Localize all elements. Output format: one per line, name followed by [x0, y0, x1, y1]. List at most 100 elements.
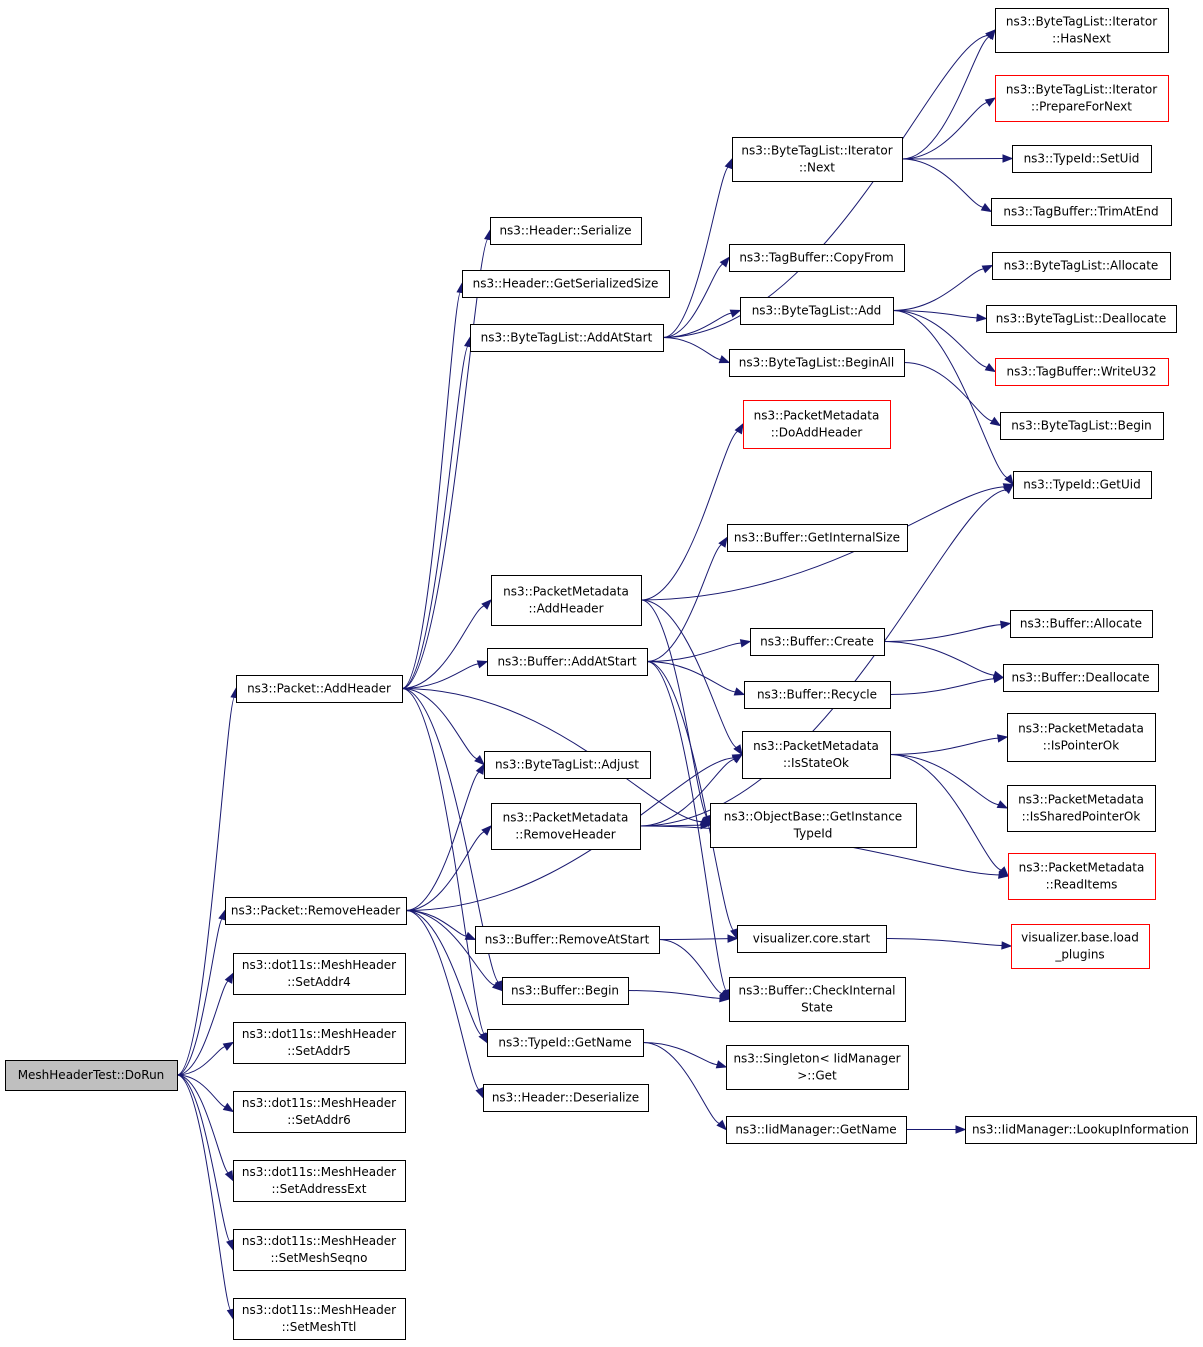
function-node[interactable]: ns3::ByteTagList::BeginAll	[729, 349, 905, 377]
function-node[interactable]: ns3::dot11s::MeshHeader::SetAddr5	[233, 1022, 406, 1064]
node-box	[1008, 853, 1156, 900]
function-node[interactable]: ns3::PacketMetadata::IsStateOk	[742, 731, 891, 779]
edge-arrowhead	[955, 1125, 967, 1134]
edge-arrowhead	[464, 931, 477, 941]
function-node[interactable]: ns3::ByteTagList::Iterator::PrepareForNe…	[995, 75, 1169, 122]
function-node[interactable]: ns3::TypeId::SetUid	[1012, 145, 1152, 173]
edge-arrowhead	[729, 309, 742, 318]
edge-n22-to-n39	[892, 310, 988, 322]
edge-n0-to-n4	[176, 1041, 235, 1076]
edge-arrowhead	[724, 157, 733, 170]
edge-arrowhead	[224, 972, 234, 984]
node-label: ns3::PacketMetadata	[503, 811, 629, 825]
function-node[interactable]: ns3::Buffer::Begin	[502, 977, 629, 1005]
node-box	[726, 1116, 907, 1144]
function-node[interactable]: ns3::Buffer::AddAtStart	[487, 648, 648, 676]
function-node[interactable]: ns3::TagBuffer::CopyFrom	[729, 244, 905, 272]
node-box	[1007, 713, 1156, 762]
function-node[interactable]: ns3::Buffer::Recycle	[744, 681, 891, 709]
function-node[interactable]: ns3::TagBuffer::WriteU32	[995, 358, 1169, 386]
node-label: TypeId	[793, 827, 833, 841]
function-node[interactable]: ns3::IidManager::LookupInformation	[965, 1116, 1197, 1144]
edge-line	[889, 737, 1000, 755]
node-box	[502, 977, 629, 1005]
function-node[interactable]: ns3::Buffer::Allocate	[1010, 610, 1153, 638]
edge-arrowhead	[719, 256, 730, 268]
function-node[interactable]: ns3::PacketMetadata::ReadItems	[1008, 853, 1156, 900]
node-label: ns3::IidManager::GetName	[735, 1123, 896, 1137]
node-box	[710, 803, 917, 848]
edge-arrowhead	[719, 993, 731, 1003]
edge-arrowhead	[733, 687, 746, 696]
function-node[interactable]: ns3::ByteTagList::Adjust	[484, 751, 651, 779]
function-node[interactable]: ns3::ByteTagList::Add	[740, 297, 894, 325]
function-node[interactable]: ns3::dot11s::MeshHeader::SetAddr4	[233, 953, 406, 995]
node-label: ns3::dot11s::MeshHeader	[242, 1096, 396, 1110]
node-box	[729, 244, 905, 272]
edge-n17-to-n31	[627, 990, 731, 1003]
edge-arrowhead	[715, 1060, 728, 1069]
function-node[interactable]: ns3::dot11s::MeshHeader::SetMeshTtl	[233, 1298, 406, 1340]
function-node[interactable]: ns3::ByteTagList::Allocate	[992, 252, 1171, 280]
function-node[interactable]: ns3::Singleton< IidManager >::Get	[726, 1045, 909, 1090]
node-box	[995, 75, 1169, 122]
edge-layer	[176, 28, 1015, 1320]
function-node[interactable]: ns3::ByteTagList::AddAtStart	[470, 324, 664, 352]
node-box	[729, 349, 905, 377]
node-box	[1013, 471, 1152, 499]
node-box	[225, 897, 407, 925]
function-node[interactable]: ns3::Header::Deserialize	[483, 1084, 649, 1112]
edge-n0-to-n6	[176, 1074, 234, 1182]
node-label: ns3::ByteTagList::Begin	[1011, 419, 1152, 433]
edge-line	[176, 1074, 232, 1312]
edge-line	[646, 661, 728, 992]
node-label: ns3::PacketMetadata	[753, 739, 879, 753]
function-node[interactable]: ns3::Buffer::RemoveAtStart	[475, 926, 660, 954]
function-node[interactable]: ns3::ByteTagList::Begin	[1000, 412, 1164, 440]
function-node[interactable]: ns3::Header::GetSerializedSize	[462, 270, 670, 298]
function-node[interactable]: ns3::dot11s::MeshHeader::SetAddr6	[233, 1091, 406, 1133]
edge-n23-to-n41	[903, 362, 1002, 427]
function-node[interactable]: visualizer.base.load_plugins	[1011, 924, 1150, 969]
function-node[interactable]: ns3::dot11s::MeshHeader::SetMeshSeqno	[233, 1229, 406, 1271]
node-box	[1012, 145, 1152, 173]
node-label: ns3::PacketMetadata	[503, 585, 629, 599]
function-node[interactable]: ns3::Buffer::Deallocate	[1003, 664, 1159, 692]
edge-line	[401, 344, 469, 689]
function-node[interactable]: ns3::TypeId::GetUid	[1013, 471, 1152, 499]
function-node[interactable]: visualizer.core.start	[737, 925, 887, 953]
function-node[interactable]: ns3::TypeId::GetName	[487, 1029, 644, 1057]
function-node[interactable]: ns3::Packet::RemoveHeader	[225, 897, 407, 925]
function-node[interactable]: ns3::PacketMetadata::AddHeader	[491, 575, 642, 626]
function-node[interactable]: ns3::dot11s::MeshHeader::SetAddressExt	[233, 1160, 406, 1202]
node-label: ns3::ByteTagList::AddAtStart	[481, 331, 653, 345]
node-box	[236, 675, 403, 703]
edge-arrowhead	[478, 1032, 488, 1044]
node-box	[744, 681, 891, 709]
function-node[interactable]: ns3::Packet::AddHeader	[236, 675, 403, 703]
node-label: ns3::Buffer::Create	[760, 635, 874, 649]
edge-line	[901, 35, 991, 160]
function-node[interactable]: ns3::ByteTagList::Iterator::HasNext	[995, 8, 1169, 53]
function-node[interactable]: ns3::ByteTagList::Iterator::Next	[732, 137, 903, 182]
function-node[interactable]: ns3::PacketMetadata::RemoveHeader	[491, 803, 641, 850]
edge-n0-to-n8	[176, 1074, 235, 1320]
edge-arrowhead	[481, 599, 492, 610]
function-node[interactable]: ns3::Header::Serialize	[490, 217, 642, 245]
node-label: _plugins	[1054, 948, 1104, 962]
function-node[interactable]: ns3::TagBuffer::TrimAtEnd	[991, 198, 1172, 226]
edge-line	[883, 624, 1003, 642]
function-node[interactable]: ns3::PacketMetadata::DoAddHeader	[743, 400, 891, 449]
function-node[interactable]: ns3::IidManager::GetName	[726, 1116, 907, 1144]
function-node[interactable]: ns3::PacketMetadata::IsSharedPointerOk	[1007, 785, 1156, 832]
edge-arrowhead	[222, 1102, 235, 1113]
function-node[interactable]: ns3::Buffer::GetInternalSize	[727, 524, 908, 552]
function-node[interactable]: ns3::PacketMetadata::IsPointerOk	[1007, 713, 1156, 762]
edge-n22-to-n40	[892, 310, 997, 373]
function-node[interactable]: ns3::Buffer::Create	[750, 628, 885, 656]
function-node[interactable]: ns3::ByteTagList::Deallocate	[986, 305, 1177, 333]
node-label: ::HasNext	[1052, 32, 1111, 46]
edge-arrowhead	[222, 1041, 235, 1051]
